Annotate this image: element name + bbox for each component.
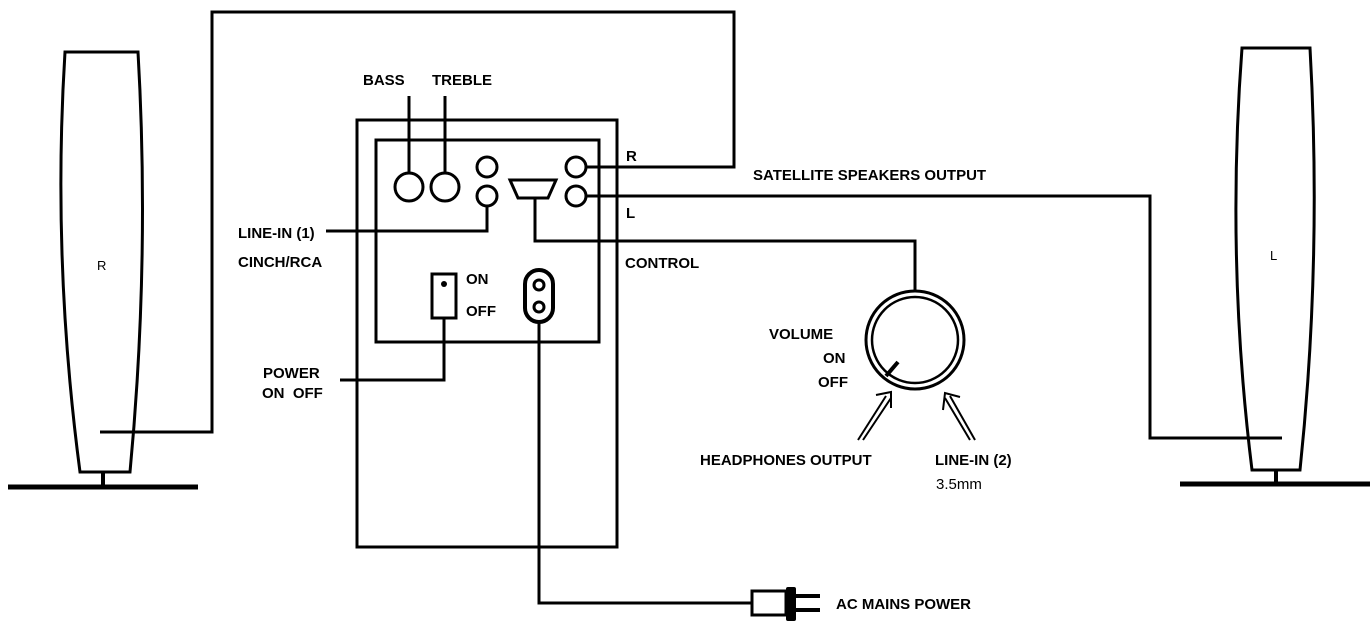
switch-off-label: OFF [466,303,496,320]
treble-label: TREBLE [432,72,492,89]
power-switch-wire [340,318,446,382]
volume-label: VOLUME [769,326,833,343]
ac-socket-pin-bottom [532,300,546,314]
treble-knob-icon [429,171,461,203]
bass-label: BASS [363,72,405,89]
right-speaker-label: R [97,258,106,273]
left-speaker-wire [586,194,1282,440]
line-in-2-size-label: 3.5mm [936,476,982,493]
cinch-rca-label: CINCH/RCA [238,254,322,271]
headphones-output-label: HEADPHONES OUTPUT [700,452,872,469]
right-speaker-cabinet [59,50,144,474]
ac-socket-pin-top [532,278,546,292]
ac-socket-icon [523,268,555,324]
volume-pointer [884,360,900,378]
control-port-icon [507,178,559,200]
volume-knob-inner [870,295,960,385]
headphones-arrow-icon [857,390,892,441]
power-label: POWER [263,365,320,382]
right-speaker: R [8,50,198,490]
volume-knob-outer [864,289,966,391]
ac-mains-wire [537,320,752,605]
switch-on-label: ON [466,271,489,288]
line-in-1-label: LINE-IN (1) [238,225,315,242]
power-on-off-label: ON OFF [262,385,323,402]
line-in-rca-jack-bottom-icon [475,184,499,208]
control-wire [533,198,917,296]
left-speaker-cabinet [1234,46,1316,472]
volume-controller [864,289,966,391]
line-in-2-arrow-icon [942,391,976,441]
r-output-jack-icon [564,155,588,179]
r-channel-label: R [626,148,637,165]
l-channel-label: L [626,205,635,222]
ac-mains-power-label: AC MAINS POWER [836,596,971,613]
line-in-1-wire [326,197,489,233]
left-speaker-label: L [1270,248,1277,263]
satellite-output-label: SATELLITE SPEAKERS OUTPUT [753,167,986,184]
bass-knob-icon [393,171,425,203]
right-speaker-wire [100,10,736,434]
left-speaker: L [1180,46,1370,487]
control-label: CONTROL [625,255,699,272]
line-in-rca-jack-top-icon [475,155,499,179]
volume-off-label: OFF [818,374,848,391]
power-switch-dot [441,281,447,287]
l-output-jack-icon [564,184,588,208]
volume-on-label: ON [823,350,846,367]
power-switch-icon [430,272,458,320]
line-in-2-label: LINE-IN (2) [935,452,1012,469]
ac-plug-icon [750,587,820,621]
